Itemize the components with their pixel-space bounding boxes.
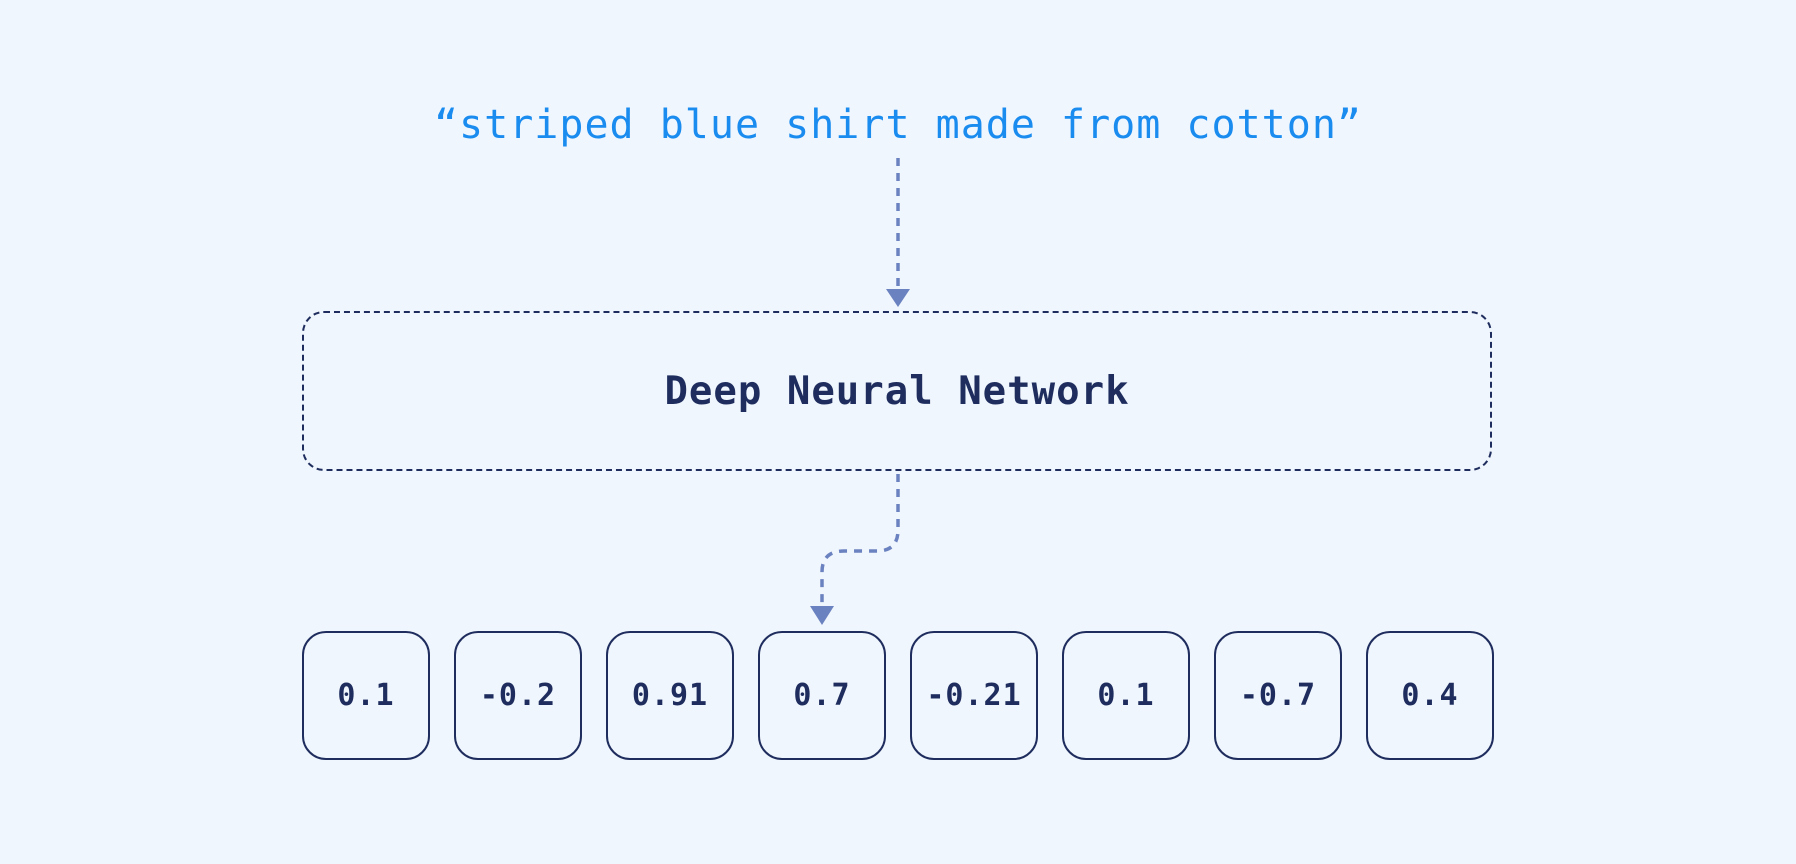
vector-value: 0.4 <box>1401 678 1459 713</box>
vector-cell: -0.2 <box>454 631 582 760</box>
vector-value: -0.21 <box>926 678 1022 713</box>
network-to-vector-arrow <box>810 474 900 625</box>
vector-value: 0.7 <box>793 678 851 713</box>
vector-cell: -0.21 <box>910 631 1038 760</box>
query-to-network-arrow <box>886 158 910 307</box>
vector-value: -0.7 <box>1239 678 1317 713</box>
neural-network-box: Deep Neural Network <box>302 311 1492 471</box>
vector-cell: 0.7 <box>758 631 886 760</box>
neural-network-label: Deep Neural Network <box>664 368 1130 414</box>
vector-value: 0.1 <box>337 678 395 713</box>
vector-value: 0.1 <box>1097 678 1155 713</box>
vector-cell: 0.1 <box>302 631 430 760</box>
vector-value: 0.91 <box>631 678 709 713</box>
vector-cell: -0.7 <box>1214 631 1342 760</box>
vector-value: -0.2 <box>479 678 557 713</box>
vector-cell: 0.91 <box>606 631 734 760</box>
vector-cell: 0.1 <box>1062 631 1190 760</box>
query-text: “striped blue shirt made from cotton” <box>433 102 1363 148</box>
vector-cell: 0.4 <box>1366 631 1494 760</box>
